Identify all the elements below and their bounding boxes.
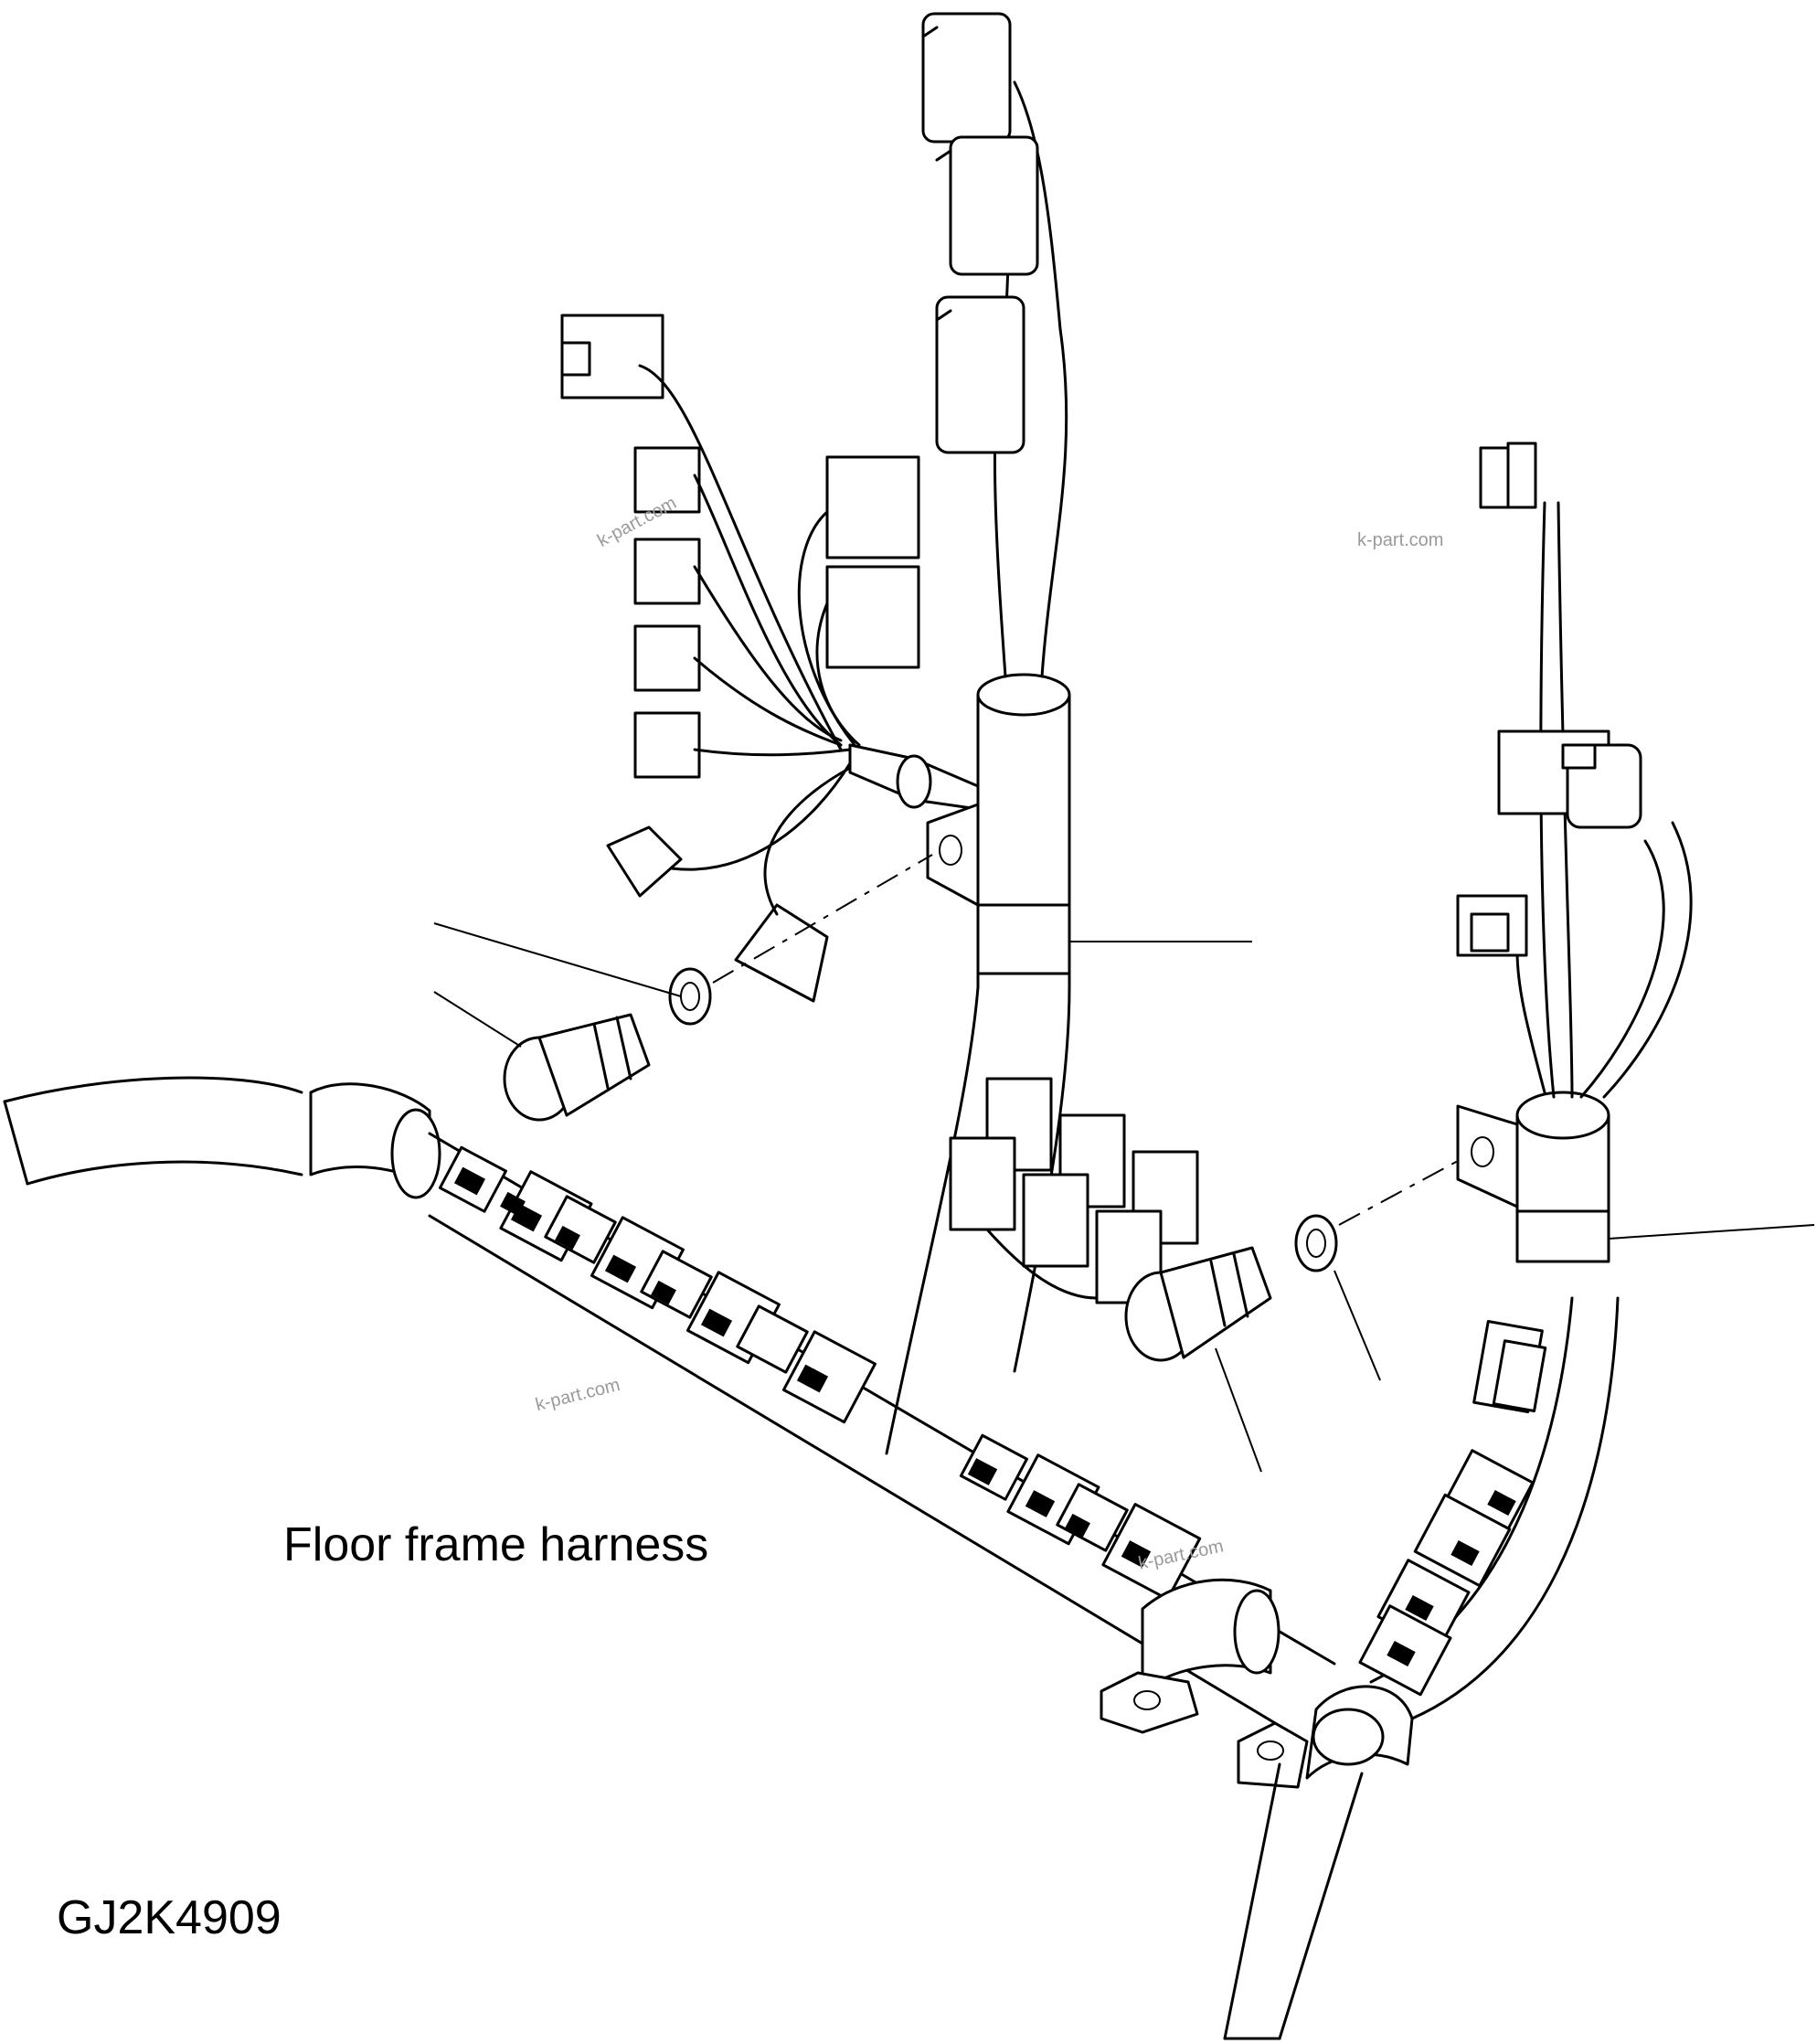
center-connector-block [949, 1077, 1199, 1304]
trunk-connector-group-2 [959, 1433, 1202, 1601]
watermark: k-part.com [1357, 530, 1444, 550]
top-connector-stack [921, 12, 1039, 454]
trunk-connector-group-1 [438, 1145, 877, 1424]
leader-lines [433, 922, 1815, 1473]
right-riser [1456, 442, 1693, 1263]
lower-trunk [1223, 1296, 1620, 2040]
bolt-washer-right [1124, 1160, 1459, 1362]
bolt-washer-left [503, 854, 933, 1122]
trunk-clamp [1100, 1578, 1309, 1789]
diagram-caption: Floor frame harness [283, 1518, 709, 1571]
right-riser-connectors [1358, 1319, 1547, 1697]
figure-id: GJ2K4909 [57, 1891, 282, 1944]
riser-bracket [926, 803, 980, 907]
left-connector-cluster [560, 314, 980, 1003]
